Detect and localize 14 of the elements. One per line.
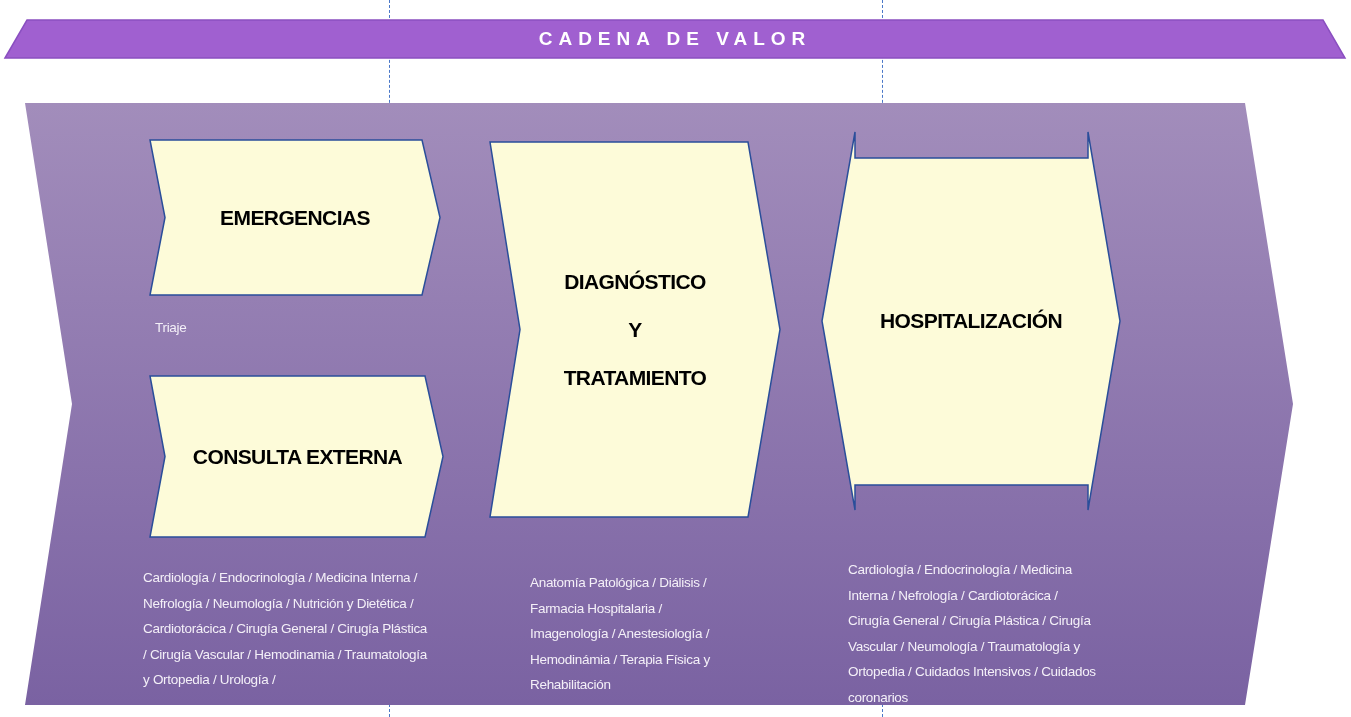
service-list: Cardiología / Endocrinología / Medicina Interna / Nefrología / Neumología / Nutrición y Dietética / Cardiotorácica / Cirugía General / Cirugía Plástica / Cirugía Vascular / Hemodinamia / Traumatología y Ortopedia / Urología / [143, 565, 433, 693]
value-chain-chevron [25, 103, 1293, 705]
service-list: Cardiología / Endocrinología / Medicina Interna / Nefrología / Cardiotorácica / Cirugía General / Cirugía Plástica / Cirugía Vascular / Neumología / Traumatología y Ortopedia / Cuidados Intensivos / Cuidados coronarios [848, 557, 1098, 710]
service-list: Triaje [155, 315, 275, 341]
service-list: Anatomía Patológica / Diálisis / Farmacia Hospitalaria / Imagenología / Anestesiología / Hemodinámia / Terapia Física y Rehabilitación [530, 570, 720, 698]
stage-title: EMERGENCIAS [220, 205, 370, 230]
chevron-shape [150, 376, 443, 537]
stage-title: CONSULTA EXTERNA [192, 444, 403, 469]
stage-title: DIAGNÓSTICO Y TRATAMIENTO [562, 268, 708, 391]
banner [5, 20, 1345, 58]
banner-title: CADENA DE VALOR [538, 28, 812, 50]
chevron-shape [150, 140, 440, 295]
stage-title: HOSPITALIZACIÓN [880, 309, 1062, 333]
double-arrow-shape [822, 132, 1120, 510]
